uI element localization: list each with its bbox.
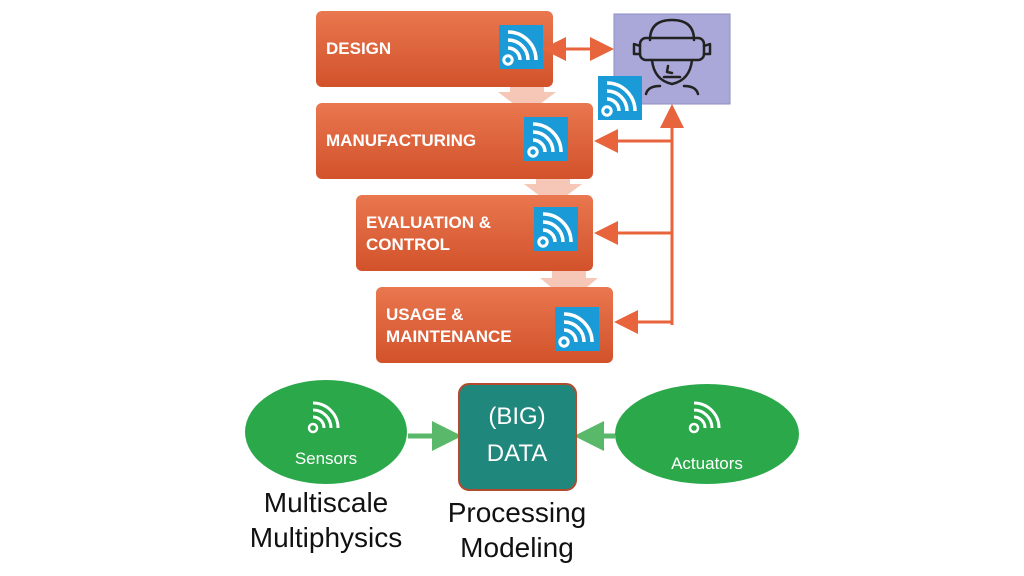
stage-manufacturing-label: MANUFACTURING xyxy=(326,131,476,150)
stage-manufacturing: MANUFACTURING xyxy=(316,103,593,179)
vr-headset-box xyxy=(596,13,731,122)
feedback-arrows xyxy=(542,37,684,334)
caption-modeling: Modeling xyxy=(460,532,574,563)
caption-multiphysics: Multiphysics xyxy=(250,522,402,553)
stage-evaluation-wireless-icon xyxy=(532,205,580,253)
stage-usage-label-line2: MAINTENANCE xyxy=(386,327,512,346)
headset-wireless-icon xyxy=(596,74,644,122)
caption-processing: Processing xyxy=(448,497,587,528)
sensors-label: Sensors xyxy=(295,449,357,468)
actuators-label: Actuators xyxy=(671,454,743,473)
sensors-node: Sensors xyxy=(245,380,407,484)
stage-evaluation-label-line1: EVALUATION & xyxy=(366,213,491,232)
stage-usage-wireless-icon xyxy=(553,305,601,353)
stage-design-label: DESIGN xyxy=(326,39,391,58)
stage-manufacturing-wireless-icon xyxy=(522,115,570,163)
big-data-box: (BIG) DATA xyxy=(458,383,577,491)
stage-design: DESIGN xyxy=(316,11,553,87)
stage-usage-maintenance: USAGE & MAINTENANCE xyxy=(376,287,613,363)
big-data-label-line1: (BIG) xyxy=(488,403,545,430)
stage-evaluation-label-line2: CONTROL xyxy=(366,235,450,254)
stage-design-wireless-icon xyxy=(497,23,545,71)
vr-headset-icon xyxy=(632,18,712,96)
caption-multiscale: Multiscale xyxy=(264,487,388,518)
big-data-label-line2: DATA xyxy=(487,440,547,467)
actuators-node: Actuators xyxy=(615,384,799,484)
stage-evaluation-control: EVALUATION & CONTROL xyxy=(356,195,593,271)
stage-usage-label-line1: USAGE & xyxy=(386,305,463,324)
